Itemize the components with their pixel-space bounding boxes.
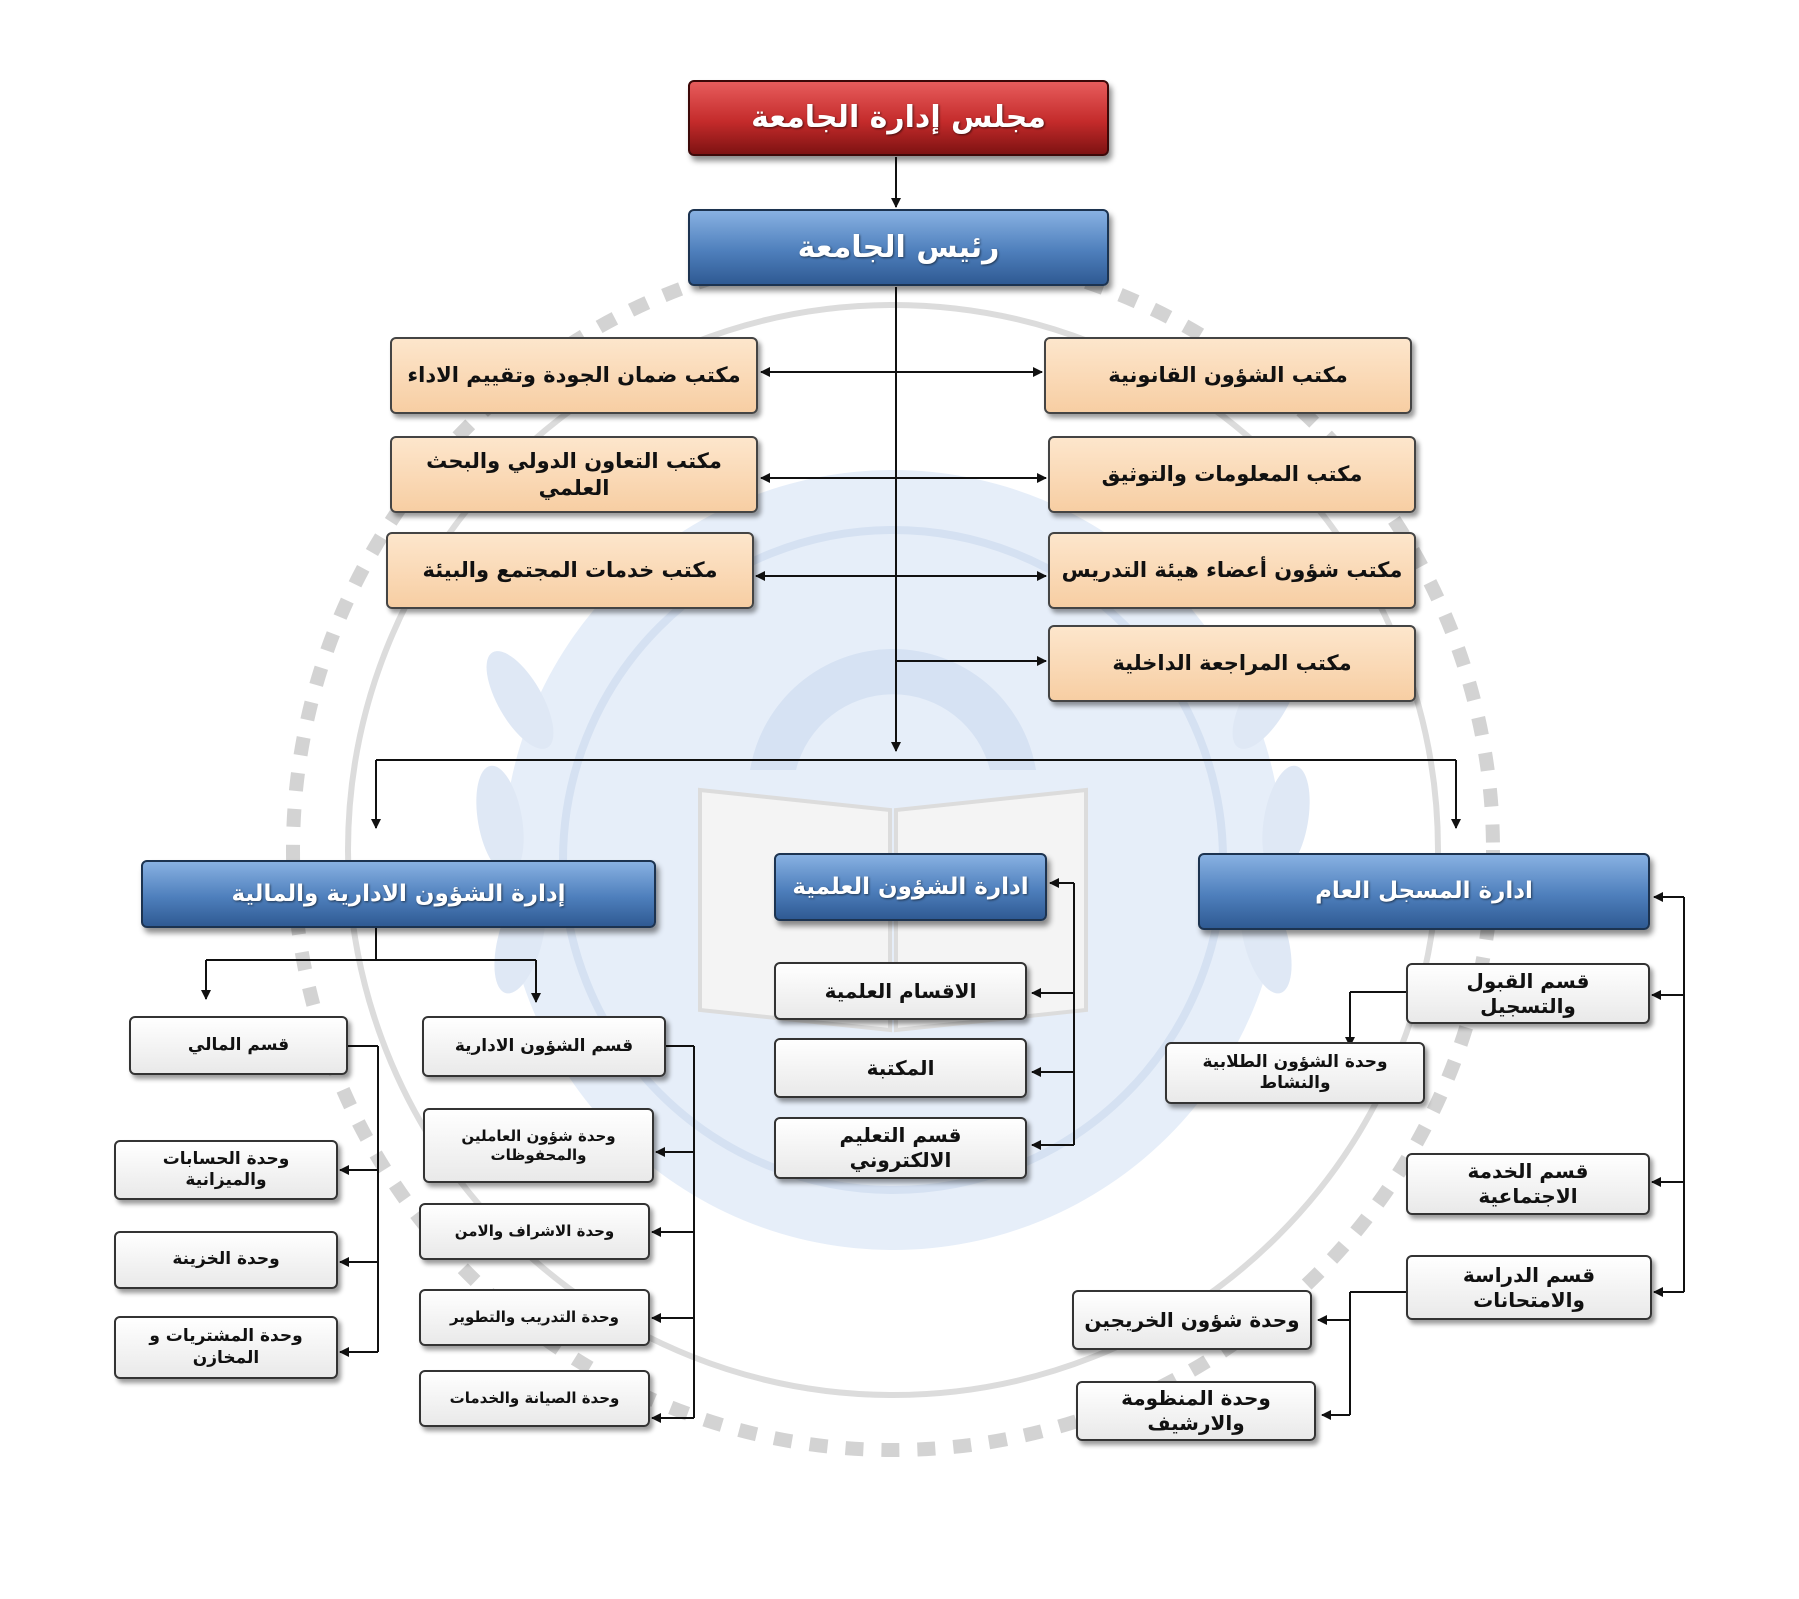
exams-dept: قسم الدراسة والامتحانات [1406,1255,1652,1320]
accounts-unit: وحدة الحسابات والميزانية [114,1140,338,1200]
office-faculty: مكتب شؤون أعضاء هيئة التدريس [1048,532,1416,609]
board-box: مجلس إدارة الجامعة [688,80,1109,156]
office-audit: مكتب المراجعة الداخلية [1048,625,1416,702]
social-service-dept: قسم الخدمة الاجتماعية [1406,1153,1650,1215]
employees-unit: وحدة شؤون العاملين والمحفوظات [423,1108,654,1183]
maintenance-unit: وحدة الصيانة والخدمات [419,1370,650,1427]
treasury-unit: وحدة الخزينة [114,1231,338,1289]
office-community: مكتب خدمات المجتمع والبيئة [386,532,754,609]
office-cooperation: مكتب التعاون الدولي والبحث العلمي [390,436,758,513]
training-unit: وحدة التدريب والتطوير [419,1289,650,1346]
finance-dept: قسم المالي [129,1016,348,1075]
student-affairs-unit: وحدة الشؤون الطلابية والنشاط [1165,1042,1425,1104]
academic-departments: الاقسام العلمية [774,962,1027,1020]
registrar-title: ادارة المسجل العام [1198,853,1650,930]
procurement-unit: وحدة المشتريات و المخازن [114,1316,338,1379]
academic-title: ادارة الشؤون العلمية [774,853,1047,921]
admin-finance-title: إدارة الشؤون الادارية والمالية [141,860,656,928]
president-box: رئيس الجامعة [688,209,1109,286]
admin-dept: قسم الشؤون الادارية [422,1016,666,1077]
archive-unit: وحدة المنظومة والارشيف [1076,1381,1316,1441]
security-unit: وحدة الاشراف والامن [419,1203,650,1260]
office-quality: مكتب ضمان الجودة وتقييم الاداء [390,337,758,414]
office-information: مكتب المعلومات والتوثيق [1048,436,1416,513]
library: المكتبة [774,1038,1027,1098]
admission-dept: قسم القبول والتسجيل [1406,963,1650,1024]
office-legal: مكتب الشؤون القانونية [1044,337,1412,414]
elearning-dept: قسم التعليم الالكتروني [774,1117,1027,1179]
graduates-unit: وحدة شؤون الخريجين [1072,1290,1312,1350]
